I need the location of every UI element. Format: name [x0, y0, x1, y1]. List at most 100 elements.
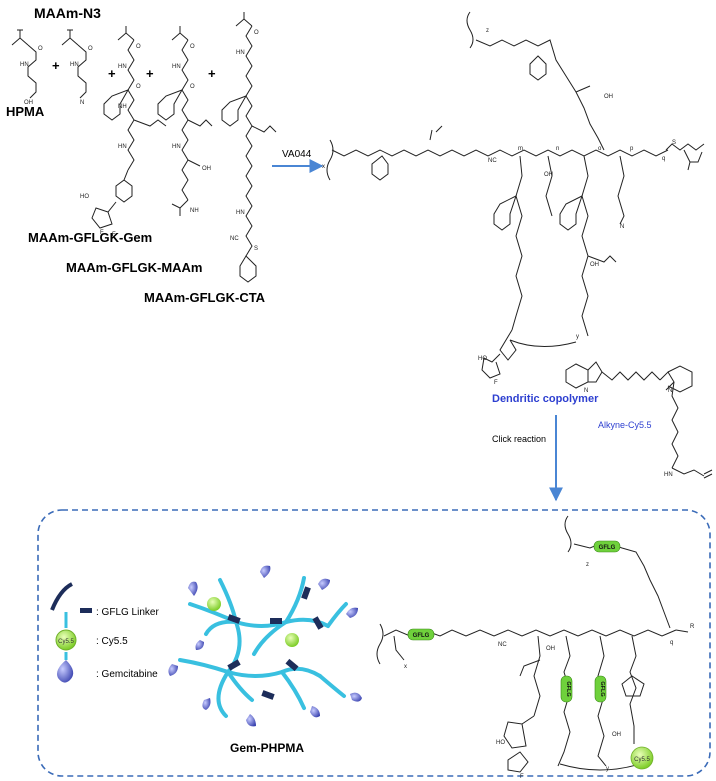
plus-sign: + [52, 58, 60, 73]
atom-o: O [88, 46, 93, 52]
legend-item-cy55: Cy5.5 : Cy5.5 [55, 612, 128, 651]
monomer-gflgk-maam-structure [157, 26, 213, 216]
atom-ho: HO [80, 194, 89, 200]
atom-o: O [38, 46, 43, 52]
atom-nc: NC [498, 642, 507, 648]
gemcitabine-icon [310, 706, 320, 718]
atom-f: F [494, 380, 498, 386]
gflg-tag: GFLG [599, 545, 616, 551]
gem-phpma-cartoon [178, 576, 348, 718]
label-alkyne-cy55: Alkyne-Cy5.5 [598, 420, 652, 430]
index-q: q [662, 156, 665, 162]
atom-o: O [190, 84, 195, 90]
gflg-tag: GFLG [565, 681, 571, 696]
atom-oh: OH [604, 94, 613, 100]
plus-sign: + [108, 66, 116, 81]
gem-phpma-cy55-dots [207, 597, 299, 647]
atom-oh: OH [24, 100, 33, 106]
label-hpma: HPMA [6, 104, 45, 119]
cy55-icon [207, 597, 221, 611]
index-z: z [486, 28, 489, 34]
gemcitabine-icon [350, 692, 362, 702]
atom-o: O [254, 30, 259, 36]
atom-f: F [520, 774, 524, 780]
gemcitabine-icon [260, 565, 271, 578]
index-z: z [586, 562, 589, 568]
atom-o: O [136, 44, 141, 50]
cy55-icon [630, 746, 654, 770]
atom-n: N [668, 388, 672, 394]
atom-hn: HN [664, 472, 673, 478]
label-maam-gflgk-maam: MAAm-GFLGK-MAAm [66, 260, 202, 275]
gemcitabine-icon [188, 581, 198, 596]
gemcitabine-icon [195, 640, 204, 650]
label-gem-phpma: Gem-PHPMA [230, 741, 304, 755]
atom-hn: HN [70, 62, 79, 68]
legend-label: : Cy5.5 [96, 636, 128, 647]
index-x: x [322, 164, 325, 170]
product-gflg-tags: GFLG GFLG GFLG GFLG [407, 540, 621, 703]
cy55-icon [55, 629, 77, 651]
atom-hn: HN [118, 144, 127, 150]
legend-item-linker: : GFLG Linker [50, 582, 159, 618]
atom-n3: N [80, 100, 84, 106]
atom-oh: OH [546, 646, 555, 652]
label-maam-gflgk-cta: MAAm-GFLGK-CTA [144, 290, 266, 305]
monomer-maam-n3-structure [61, 29, 87, 99]
dendritic-copolymer-structure [326, 11, 705, 379]
atom-ho: HO [478, 356, 487, 362]
atom-nh: NH [118, 104, 127, 110]
gemcitabine-icon [346, 607, 358, 618]
atom-s: S [254, 246, 258, 252]
atom-oh: OH [202, 166, 211, 172]
atom-hn: HN [20, 62, 29, 68]
index-q: q [670, 640, 673, 646]
index-p: p [630, 146, 634, 152]
monomer-hpma-structure [11, 29, 37, 99]
label-va044: VA044 [282, 149, 312, 160]
atom-n3: N [620, 224, 624, 230]
product-box [37, 509, 711, 777]
atom-f: F [100, 230, 104, 236]
index-o: o [598, 146, 602, 152]
plus-sign: + [208, 66, 216, 81]
product-polymer-structure [376, 515, 689, 773]
legend: : GFLG Linker Cy5.5 : Cy5.5 : Gemcitabin… [50, 582, 159, 683]
product-cy55-sphere: Cy5.5 [630, 746, 654, 770]
atom-n: N [584, 388, 588, 394]
atom-hn: HN [236, 50, 245, 56]
index-y: y [576, 334, 579, 340]
cy55-badge-text: Cy5.5 [58, 639, 74, 645]
index-m: m [518, 146, 523, 152]
index-n: n [556, 146, 559, 152]
gem-phpma-linkers [227, 586, 324, 700]
legend-item-gemcitabine: : Gemcitabine [57, 652, 158, 683]
atom-oh: OH [544, 172, 553, 178]
gemcitabine-icon [57, 660, 74, 683]
legend-label: : Gemcitabine [96, 669, 158, 680]
label-click-reaction: Click reaction [492, 434, 546, 444]
atom-oh: OH [590, 262, 599, 268]
gem-phpma-gemcitabine-drops [168, 565, 362, 727]
gemcitabine-icon [168, 664, 178, 676]
label-dendritic-copolymer: Dendritic copolymer [492, 393, 599, 405]
monomer-gflgk-cta-structure [221, 12, 277, 283]
linker-icon [50, 582, 73, 611]
cy55-icon [285, 633, 299, 647]
label-maam-n3: MAAm-N3 [34, 5, 101, 21]
gemcitabine-icon [318, 578, 330, 590]
cy55-badge-text: Cy5.5 [634, 757, 650, 763]
plus-sign: + [146, 66, 154, 81]
atom-hn: HN [236, 210, 245, 216]
atom-hn: HN [172, 144, 181, 150]
gemcitabine-icon [202, 698, 211, 710]
atom-oh: OH [612, 732, 621, 738]
atom-s: S [672, 140, 676, 146]
atom-hn: HN [118, 64, 127, 70]
gflg-tag: GFLG [413, 633, 430, 639]
label-maam-gflgk-gem: MAAm-GFLGK-Gem [28, 230, 152, 245]
legend-label: : GFLG Linker [96, 607, 159, 618]
index-y: y [606, 766, 609, 772]
atom-o: O [136, 84, 141, 90]
